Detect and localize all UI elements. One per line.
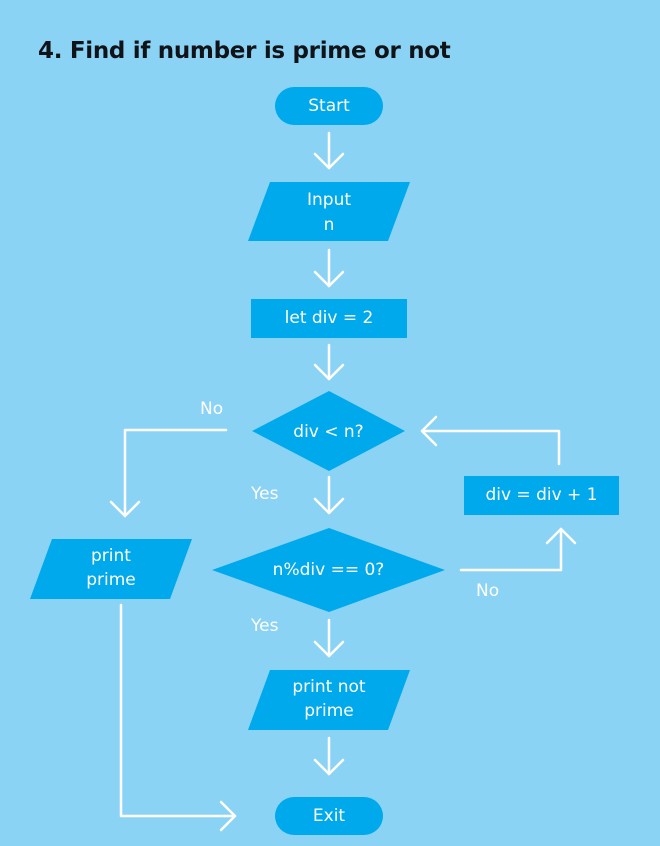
print-prime-label-line2: prime [86, 570, 136, 590]
loop-no-label: No [200, 399, 224, 419]
arrow-mod-no-to-increment [459, 527, 577, 572]
print-not-prime-label-line2: prime [304, 701, 354, 721]
exit-node-label: Exit [312, 806, 346, 826]
print-not-prime-shape [248, 670, 410, 730]
arrow-loop-no-to-print-prime [109, 428, 228, 518]
mod-condition-shape [212, 528, 445, 612]
start-node-label: Start [308, 96, 350, 116]
exit-node-shape [275, 797, 383, 835]
arrow-mod-yes-to-print-not-prime [313, 618, 345, 658]
input-node-label-line2: n [323, 215, 335, 235]
print-prime-shape [30, 539, 192, 599]
arrow-input-to-init [313, 248, 345, 288]
mod-yes-label: Yes [251, 616, 279, 636]
print-prime-label-line1: print [91, 546, 131, 566]
arrow-print-not-prime-to-exit [313, 736, 345, 776]
arrow-init-to-loop-condition [313, 343, 345, 381]
loop-condition-shape [252, 391, 405, 471]
arrow-print-prime-to-exit [119, 603, 237, 832]
arrow-loop-yes-to-mod [313, 475, 345, 515]
increment-node-label: div = div + 1 [485, 485, 598, 505]
arrow-start-to-input [313, 131, 345, 170]
print-not-prime-label-line1: print not [292, 677, 366, 697]
input-node-shape [248, 182, 410, 241]
page-title: 4. Find if number is prime or not [38, 38, 451, 64]
arrow-increment-to-loop-condition [420, 415, 561, 466]
mod-condition-label: n%div == 0? [272, 560, 385, 580]
init-node-shape [251, 299, 407, 338]
input-node-label-line1: Input [306, 190, 352, 210]
loop-condition-label: div < n? [293, 422, 364, 442]
init-node-label: let div = 2 [284, 308, 374, 328]
increment-node-shape [464, 476, 619, 515]
start-node-shape [275, 87, 383, 125]
mod-no-label: No [476, 581, 500, 601]
loop-yes-label: Yes [251, 484, 279, 504]
